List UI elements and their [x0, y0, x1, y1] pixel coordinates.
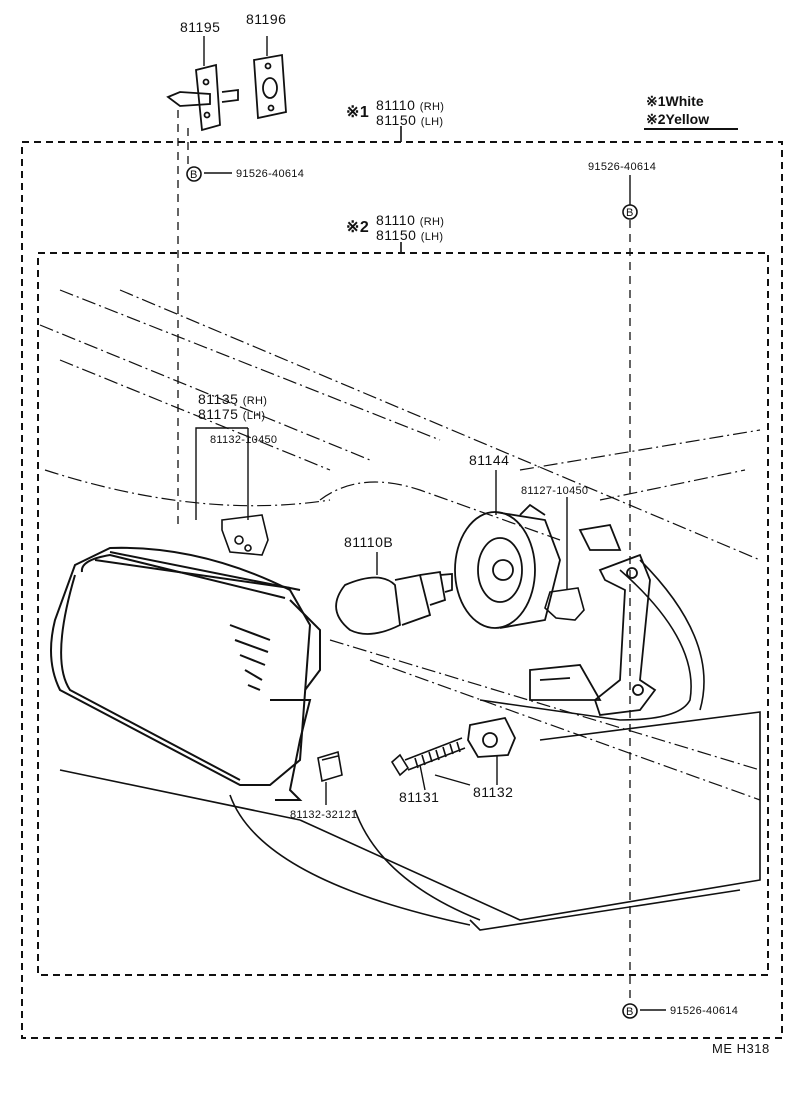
bolt-marker-letter: B [626, 1006, 634, 1018]
outer-assembly-frame [21, 141, 783, 1039]
diagram-code: ME H318 [712, 1041, 770, 1056]
bolt-marker-top-right [622, 204, 638, 220]
alignment-lines [177, 110, 631, 1000]
bumper [59, 559, 761, 931]
legend-item-white: ※1White [646, 93, 704, 109]
bulb-81110b [335, 570, 453, 635]
mounting-bracket [529, 523, 657, 716]
screw-81195 [166, 63, 239, 132]
bolt-marker-letter: B [190, 169, 198, 181]
label-81175: 81175 (LH) [198, 406, 266, 422]
label-81196: 81196 [246, 11, 287, 27]
headlamp-unit [50, 546, 321, 801]
label-81110b: 81110B [344, 534, 394, 550]
label-81132: 81132 [473, 784, 514, 800]
clip-81127 [544, 587, 585, 621]
inner-assembly-frame [37, 252, 769, 976]
bolt-marker-bottom-right [622, 1003, 638, 1019]
label-81144: 81144 [469, 452, 510, 468]
body-outline [39, 289, 761, 801]
legend-item-yellow: ※2Yellow [646, 111, 710, 127]
label-81131: 81131 [399, 789, 440, 805]
label-bolt-top-right: 91526-40614 [588, 161, 657, 173]
bolt-marker-top-left [186, 166, 202, 182]
label-81132-10450: 81132-10450 [210, 434, 278, 446]
nut-81132 [467, 716, 516, 758]
screw-81131 [390, 737, 466, 777]
label-81135: 81135 (RH) [198, 391, 268, 407]
label-bolt-top-left: 91526-40614 [236, 168, 305, 180]
label-81195: 81195 [180, 19, 221, 35]
plate-81196 [253, 53, 287, 120]
socket-81144 [454, 503, 561, 629]
bracket-81132-10450 [221, 514, 269, 556]
leader-lines [195, 36, 666, 1011]
label-bolt-bottom-right: 91526-40614 [670, 1005, 739, 1017]
nut-81132-32121 [317, 750, 343, 783]
legend: ※1White ※2Yellow [646, 92, 709, 128]
label-81132-32121: 81132-32121 [290, 809, 358, 821]
bolt-marker-letter: B [626, 207, 634, 219]
label-81127-10450: 81127-10450 [521, 485, 589, 497]
